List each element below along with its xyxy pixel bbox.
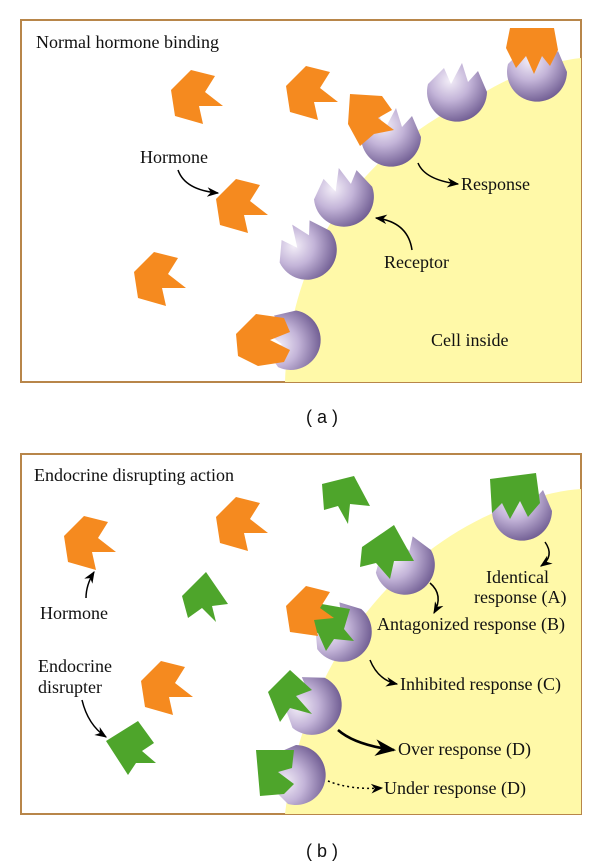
under-arrow: [327, 780, 384, 794]
receptor: [314, 168, 374, 227]
disrupter: [106, 721, 156, 775]
caption-b: ( b ): [306, 841, 338, 861]
hormone-label-b: Hormone: [40, 603, 108, 623]
panel-b-title: Endocrine disrupting action: [34, 465, 234, 485]
receptor-label-a: Receptor: [384, 252, 449, 272]
cell-inside-label: Cell inside: [431, 330, 509, 350]
caption-a: ( a ): [306, 407, 338, 427]
hormone: [64, 516, 116, 570]
cell-area-a: [285, 58, 581, 382]
hormone: [286, 586, 334, 636]
identical-response-line2: response (A): [474, 587, 566, 608]
disrupter: [256, 750, 294, 796]
over-response-label: Over response (D): [398, 739, 531, 760]
receptor: [427, 63, 487, 122]
hormone: [134, 252, 186, 306]
disrupter-label-line1: Endocrine: [38, 656, 112, 676]
identical-response-line1: Identical: [486, 567, 549, 587]
disrupter: [268, 670, 312, 722]
panel-b: Endocrine disrupting action: [20, 453, 582, 815]
disrupter-arrow: [81, 699, 107, 738]
antagonized-response-label: Antagonized response (B): [377, 614, 565, 635]
inhibited-response-label: Inhibited response (C): [400, 674, 561, 695]
response-label-a: Response: [461, 174, 530, 194]
hormone: [216, 497, 268, 551]
disrupter: [322, 476, 370, 524]
disrupter: [182, 572, 228, 622]
over-arrow: [337, 729, 397, 756]
hormone-arrow-b: [84, 570, 95, 599]
hormone: [286, 66, 338, 120]
hormone: [216, 179, 268, 233]
inhibited-arrow: [369, 659, 399, 687]
cell-area-b: [285, 489, 581, 814]
receptor: [375, 536, 435, 595]
hormone: [236, 314, 290, 366]
under-response-label: Under response (D): [384, 778, 526, 799]
response-arrow-a: [417, 162, 460, 188]
panel-a-title: Normal hormone binding: [36, 32, 219, 52]
hormone: [141, 661, 193, 715]
receptor: [279, 220, 337, 280]
hormone-arrow-a: [177, 169, 220, 197]
hormone: [506, 28, 558, 74]
disrupter-label-line2: disrupter: [38, 677, 102, 697]
hormone: [171, 70, 223, 124]
receptor-arrow-a: [374, 214, 413, 251]
hormone: [348, 94, 394, 146]
antagonized-arrow: [429, 582, 444, 615]
panel-a: Normal hormone binding Hormone Response …: [20, 19, 582, 383]
disrupter: [360, 525, 414, 579]
disrupter: [490, 473, 540, 519]
hormone-label-a: Hormone: [140, 147, 208, 167]
identical-arrow: [540, 541, 553, 567]
